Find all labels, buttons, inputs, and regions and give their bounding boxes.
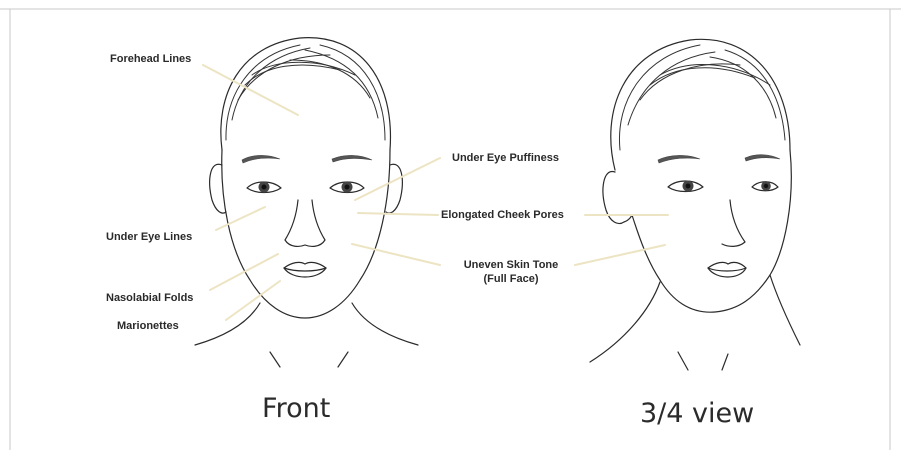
tq-neck-right bbox=[770, 275, 800, 345]
front-left-brow bbox=[242, 155, 280, 163]
tq-right-eye bbox=[752, 181, 778, 191]
caption-front: Front bbox=[262, 393, 330, 424]
label-under-eye-puffiness: Under Eye Puffiness bbox=[452, 151, 559, 165]
front-collarbone-right bbox=[338, 352, 348, 367]
front-left-eye bbox=[247, 182, 281, 193]
pointer-cheek-pores-front bbox=[358, 213, 438, 215]
tq-collarbone-right bbox=[722, 354, 728, 370]
front-neck-right bbox=[352, 303, 418, 345]
tq-face-contour bbox=[660, 150, 791, 312]
tq-right-brow bbox=[745, 155, 780, 161]
tq-collarbone-left bbox=[678, 352, 688, 370]
tq-left-eye bbox=[668, 181, 703, 192]
label-forehead-lines: Forehead Lines bbox=[110, 52, 191, 66]
tq-nose bbox=[722, 200, 745, 246]
pointer-nasolabial-folds bbox=[210, 254, 278, 290]
front-hair-outline bbox=[221, 38, 391, 150]
tq-hair-outline bbox=[611, 39, 790, 170]
pointer-under-eye-puffiness bbox=[355, 158, 440, 200]
label-under-eye-lines: Under Eye Lines bbox=[106, 230, 192, 244]
front-right-eye bbox=[330, 182, 364, 193]
front-nose bbox=[285, 200, 325, 246]
three-quarter-face bbox=[590, 39, 800, 370]
pointer-lines bbox=[203, 65, 668, 320]
front-lips bbox=[284, 262, 326, 277]
pointer-skin-tone-tq bbox=[575, 245, 665, 265]
label-elongated-cheek-pores: Elongated Cheek Pores bbox=[441, 208, 564, 222]
front-collarbone-left bbox=[270, 352, 280, 367]
caption-three-quarter-view: 3/4 view bbox=[640, 398, 754, 429]
label-uneven-skin-tone-line1: Uneven Skin Tone bbox=[450, 258, 572, 272]
tq-left-brow bbox=[658, 155, 700, 163]
tq-neck-left bbox=[590, 282, 660, 362]
label-uneven-skin-tone-line2: (Full Face) bbox=[450, 272, 572, 286]
front-right-brow bbox=[332, 155, 372, 162]
label-marionettes: Marionettes bbox=[117, 319, 179, 333]
tq-lips bbox=[708, 262, 746, 277]
front-neck-left bbox=[195, 303, 260, 345]
pointer-skin-tone-front bbox=[352, 244, 440, 265]
pointer-under-eye-lines bbox=[216, 207, 265, 230]
pointer-marionettes bbox=[226, 281, 280, 320]
front-face-contour bbox=[222, 150, 390, 318]
label-uneven-skin-tone: Uneven Skin Tone (Full Face) bbox=[450, 258, 572, 286]
label-nasolabial-folds: Nasolabial Folds bbox=[106, 291, 193, 305]
tq-hair-strands bbox=[619, 45, 785, 150]
front-left-ear bbox=[210, 164, 226, 213]
pointer-forehead-lines bbox=[203, 65, 298, 115]
